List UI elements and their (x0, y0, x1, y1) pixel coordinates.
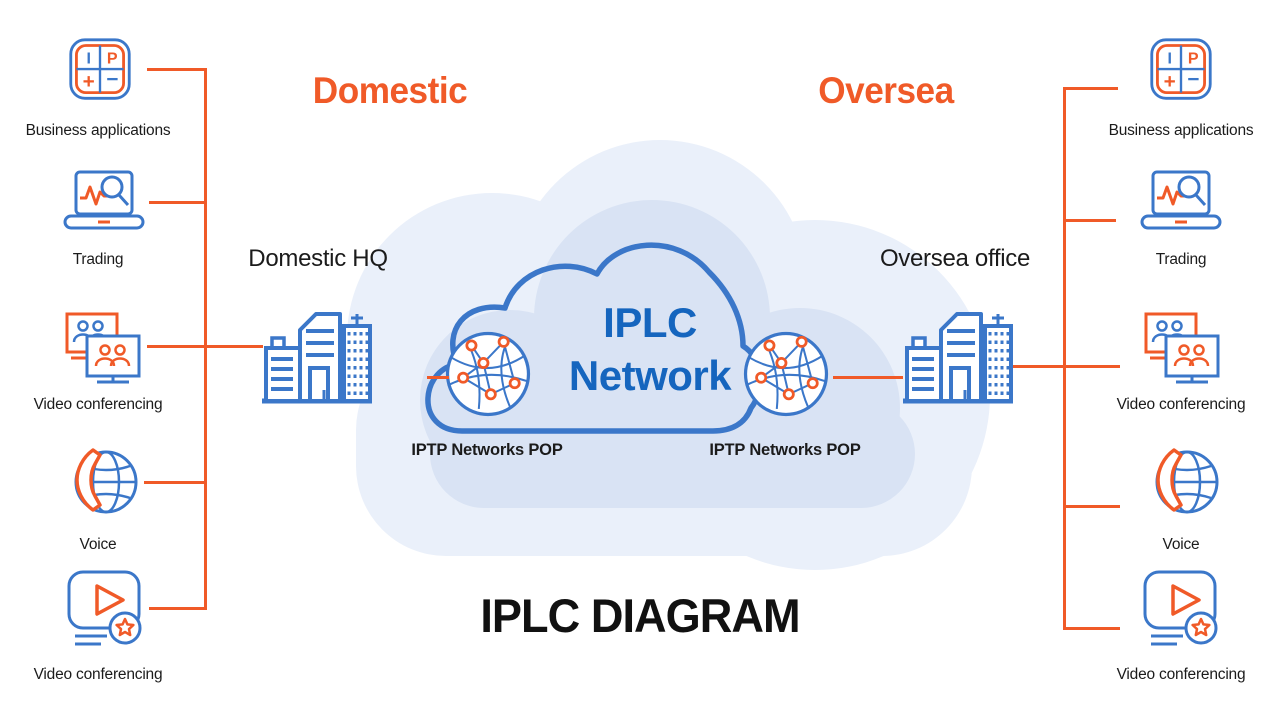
branch-left-trading (149, 201, 206, 204)
site-label-oversea-office: Oversea office (879, 245, 1031, 272)
branch-right-office-to-videoconf (1012, 365, 1120, 368)
video-conferencing-icon (1144, 312, 1220, 384)
service-label: Video conferencing (33, 666, 163, 683)
svg-text:−: − (106, 68, 118, 91)
site-label-domestic-hq: Domestic HQ (248, 245, 388, 272)
service-label: Trading (72, 251, 124, 268)
cloud-shape-inner (430, 400, 915, 508)
cloud-title-line1: IPLC (603, 299, 697, 346)
svg-text:P: P (1188, 49, 1199, 67)
branch-right-voice (1063, 505, 1120, 508)
service-label: Video conferencing (1116, 396, 1246, 413)
branch-left-videoconf-to-hq (147, 345, 263, 348)
branch-right-videoplay (1063, 627, 1120, 630)
service-label: Business applications (25, 122, 171, 139)
svg-text:P: P (107, 49, 118, 67)
cloud-title-line2: Network (568, 352, 732, 399)
business-applications-icon: I P + − (1150, 38, 1212, 100)
bus-line-right (1063, 87, 1066, 630)
region-heading-domestic: Domestic (312, 70, 468, 111)
page-title: IPLC DIAGRAM (480, 589, 800, 642)
bus-line-left (204, 68, 207, 610)
svg-text:−: − (1187, 68, 1199, 91)
service-label: Video conferencing (33, 396, 163, 413)
svg-text:I: I (86, 49, 90, 67)
service-label: Trading (1155, 251, 1207, 268)
branch-right-business (1063, 87, 1118, 90)
oversea-office-building (903, 312, 1013, 404)
svg-text:+: + (1164, 70, 1176, 93)
svg-text:+: + (83, 70, 95, 93)
service-label: Voice (1162, 536, 1200, 553)
branch-right-trading (1063, 219, 1116, 222)
video-player-icon (67, 570, 142, 646)
pop-label-left: IPTP Networks POP (411, 441, 563, 459)
branch-left-videoplay (149, 607, 206, 610)
pop-globe-right (743, 331, 829, 417)
link-hq-to-pop (427, 376, 449, 379)
video-player-icon (1143, 570, 1218, 646)
service-label: Business applications (1108, 122, 1254, 139)
branch-left-business (147, 68, 206, 71)
voice-icon (74, 448, 138, 514)
trading-icon (63, 170, 145, 230)
link-pop-to-oversea-office (833, 376, 903, 379)
business-applications-icon: I P + − (69, 38, 131, 100)
branch-left-voice (144, 481, 206, 484)
video-conferencing-icon (65, 312, 141, 384)
voice-icon (1155, 448, 1219, 514)
cloud-title: IPLC Network (545, 296, 755, 402)
svg-text:I: I (1167, 49, 1171, 67)
domestic-hq-building (262, 312, 372, 404)
pop-globe-left (445, 331, 531, 417)
pop-label-right: IPTP Networks POP (709, 441, 861, 459)
service-label: Voice (79, 536, 117, 553)
trading-icon (1140, 170, 1222, 230)
region-heading-oversea: Oversea (818, 70, 954, 111)
service-label: Video conferencing (1116, 666, 1246, 683)
